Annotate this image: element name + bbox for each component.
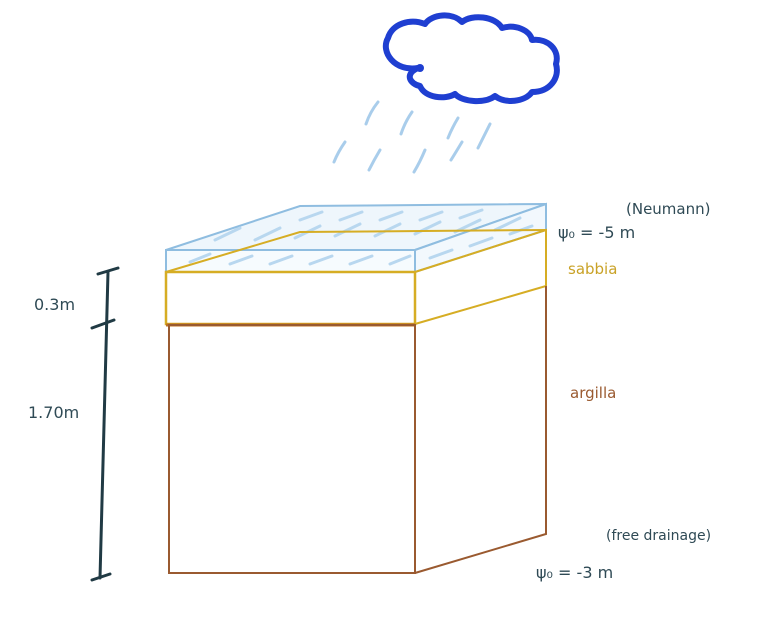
rain-drops bbox=[332, 100, 492, 174]
raindrop bbox=[367, 148, 382, 172]
water-layer bbox=[165, 202, 547, 274]
neumann-label: (Neumann) bbox=[626, 200, 710, 218]
clay-layer bbox=[166, 286, 547, 574]
raindrop bbox=[364, 100, 380, 126]
clay-layer-front bbox=[168, 324, 416, 574]
raindrop bbox=[476, 122, 492, 150]
raindrop bbox=[412, 148, 427, 174]
depth-scale-line bbox=[98, 270, 110, 580]
clay-label: argilla bbox=[570, 384, 616, 402]
cloud-dot bbox=[416, 64, 424, 72]
sand-label: sabbia bbox=[568, 260, 617, 278]
sand-layer-top-back bbox=[165, 229, 547, 273]
tick-middle bbox=[90, 318, 116, 330]
sand-depth-label: 0.3m bbox=[34, 295, 75, 314]
raindrop bbox=[449, 140, 464, 162]
tick-top bbox=[96, 266, 120, 276]
sand-layer-front bbox=[164, 270, 417, 326]
clay-depth-label: 1.70m bbox=[28, 403, 79, 422]
raindrop bbox=[446, 116, 460, 140]
bottom-boundary-pressure: ψ₀ = -3 m bbox=[536, 563, 613, 582]
raindrop bbox=[332, 140, 347, 164]
depth-scale bbox=[90, 266, 120, 582]
raindrop bbox=[399, 110, 414, 136]
water-hatching bbox=[188, 208, 534, 266]
cloud-icon bbox=[382, 12, 560, 104]
tick-bottom bbox=[90, 572, 112, 582]
clay-layer-side bbox=[414, 286, 547, 574]
free-drainage-label: (free drainage) bbox=[606, 528, 711, 544]
top-boundary-pressure: ψ₀ = -5 m bbox=[558, 223, 635, 242]
